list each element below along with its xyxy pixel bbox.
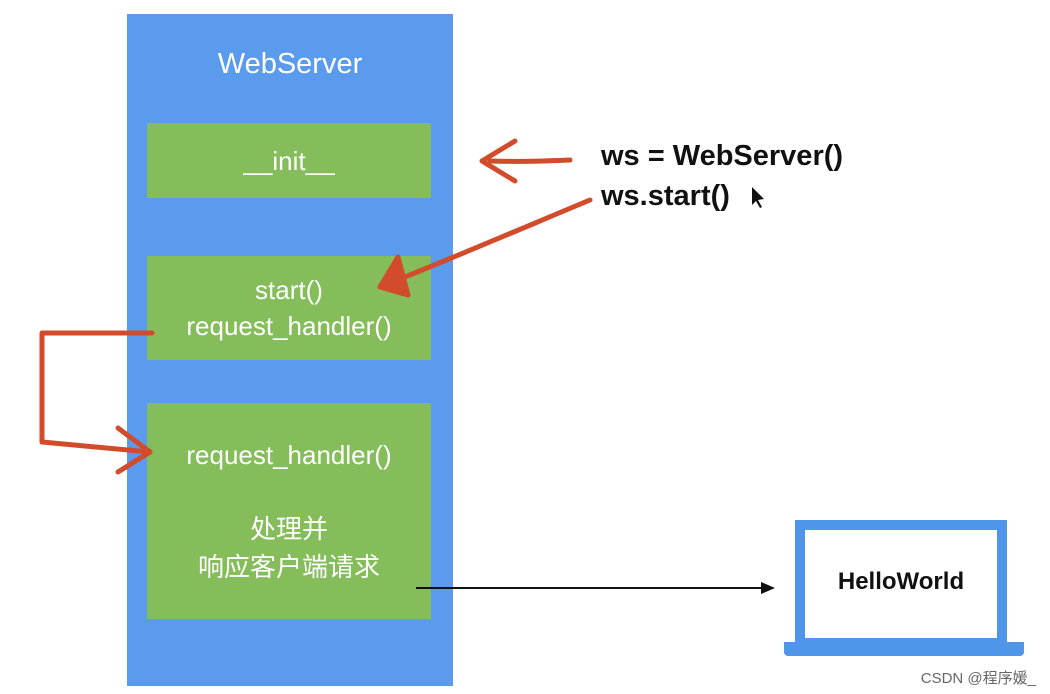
start-request-handler-label: request_handler() xyxy=(186,311,392,341)
client-laptop-screen: HelloWorld xyxy=(795,520,1007,645)
code-line-start-server: ws.start() xyxy=(601,180,730,212)
request-handler-description: 处理并 响应客户端请求 xyxy=(147,510,431,586)
client-laptop-base xyxy=(784,642,1024,656)
mouse-cursor-icon xyxy=(752,187,764,208)
request-handler-label: request_handler() xyxy=(186,440,392,470)
watermark: CSDN @程序媛_ xyxy=(920,670,1036,687)
arrow-to-request-handler xyxy=(39,330,155,475)
request-handler-box: request_handler() 处理并 响应客户端请求 xyxy=(147,403,431,619)
init-method-box: __init__ xyxy=(147,123,431,198)
arrow-to-client xyxy=(416,582,775,594)
arrow-to-init xyxy=(479,138,573,184)
arrow-to-start xyxy=(377,197,593,298)
laptop-screen-text: HelloWorld xyxy=(837,568,965,595)
handler-desc-line1: 处理并 xyxy=(249,514,328,544)
webserver-title: WebServer xyxy=(217,48,363,80)
webserver-block: WebServer __init__ start() request_handl… xyxy=(127,14,453,686)
code-line-create-server: ws = WebServer() xyxy=(601,140,844,172)
start-method-label: start() xyxy=(255,275,323,305)
handler-desc-line2: 响应客户端请求 xyxy=(197,552,380,582)
init-method-label: __init__ xyxy=(243,145,335,176)
start-method-box: start() request_handler() xyxy=(147,256,431,360)
